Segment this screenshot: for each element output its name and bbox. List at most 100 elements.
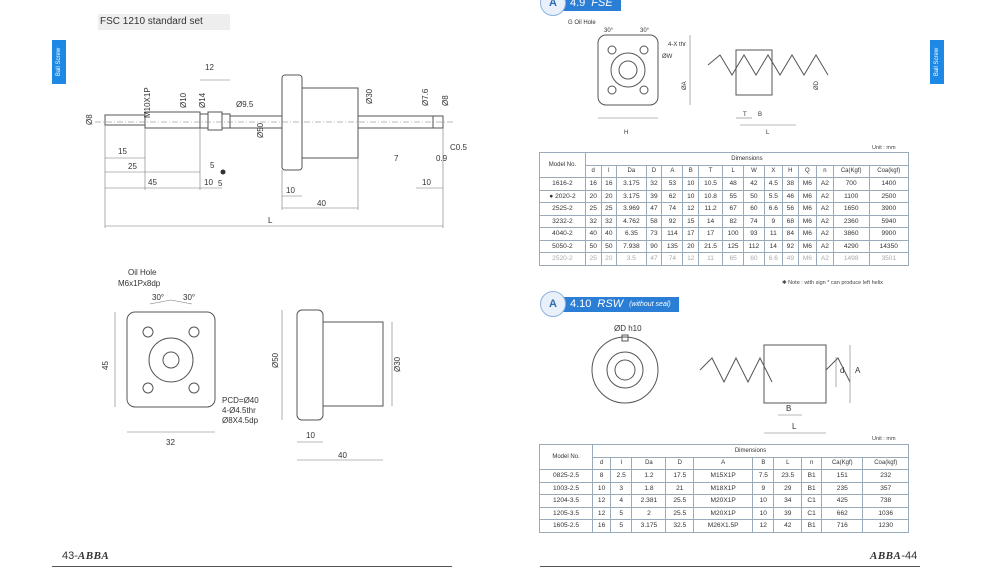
fse-table-cell: 60 — [743, 202, 765, 216]
rsw-table-cell: 1036 — [862, 506, 909, 520]
fse-table-cell: 2520-2 — [539, 252, 586, 266]
dim-len-10c: 10 — [422, 178, 431, 187]
rsw-header-cell: D — [665, 456, 695, 470]
fse-table-cell: M6 — [797, 239, 818, 253]
fse-dw-label: ØW — [662, 54, 673, 60]
rsw-header-cell: A — [693, 456, 754, 470]
fse-table-cell: M6 — [797, 214, 818, 228]
fse-table-cell: 5940 — [868, 214, 910, 228]
rsw-table: Model No. Dimensions d l Da D A B L n Ca… — [538, 444, 909, 533]
fse-table-cell: 10.5 — [698, 177, 724, 191]
dim-len-10a: 10 — [204, 178, 213, 187]
rsw-header-cell: L — [773, 456, 803, 470]
fse-table-cell: 3.175 — [616, 189, 647, 203]
fse-table-cell: 74 — [743, 214, 765, 228]
fse-table-cell: 1100 — [832, 189, 870, 203]
dim-d-mid: Ø10 — [179, 92, 188, 108]
fse-table-cell: 11 — [698, 252, 724, 266]
fse-table-cell: 92 — [661, 214, 684, 228]
fse-table-cell: 3900 — [868, 202, 910, 216]
page-title: FSC 1210 standard set — [100, 16, 203, 27]
fse-table-cell: 5050-2 — [539, 239, 586, 253]
rsw-header-cell: l — [610, 456, 633, 470]
rsw-table-cell: 1003-2.5 — [538, 481, 594, 495]
rsw-header-cell: Coa(kgf) — [862, 456, 909, 470]
fse-table-cell: 42 — [743, 177, 765, 191]
side-len-40: 40 — [338, 451, 347, 460]
rsw-header-cell: B — [752, 456, 775, 470]
rsw-table-cell: 12 — [592, 506, 612, 520]
fse-table-cell: 62 — [661, 189, 684, 203]
rsw-header-model: Model No. — [538, 444, 594, 470]
fse-table-cell: 73 — [645, 227, 663, 241]
front-view-drawing: Oil Hole M6x1Px8dp 30° 30° 45 32 PCD=Ø40… — [101, 268, 259, 447]
fse-table-cell: 20 — [600, 189, 618, 203]
fse-table-cell: 11 — [763, 227, 784, 241]
fse-table-cell: 3.175 — [616, 177, 647, 191]
fse-table-cell: 32 — [645, 177, 663, 191]
fse-table-cell: ● 2020-2 — [539, 189, 586, 203]
fse-table-cell: 6.6 — [763, 202, 784, 216]
rsw-header-cell: Ca(Kgf) — [821, 456, 864, 470]
fse-table-cell: A2 — [816, 227, 834, 241]
rsw-table-cell: 4 — [610, 494, 633, 508]
rsw-table-cell: M26X1.5P — [693, 519, 754, 533]
fse-table-cell: 17 — [698, 227, 724, 241]
side-d-flange: Ø50 — [271, 352, 280, 368]
fse-table-cell: 16 — [584, 177, 602, 191]
rsw-l-label: L — [792, 422, 797, 431]
fse-table-cell: 6.35 — [616, 227, 647, 241]
rsw-header-cell: d — [592, 456, 612, 470]
fse-table-cell: 1616-2 — [539, 177, 586, 191]
fse-header-cell: X — [763, 164, 784, 178]
rsw-table-cell: 12 — [592, 494, 612, 508]
rsw-table-cell: 10 — [752, 506, 775, 520]
rsw-table-cell: 34 — [773, 494, 803, 508]
dim-d-end2: Ø7.6 — [421, 88, 430, 106]
fse-table-cell: 4040-2 — [539, 227, 586, 241]
angle-1: 30° — [152, 293, 164, 302]
fse-header-cell: L — [722, 164, 745, 178]
fse-header-cell: Ca(Kgf) — [832, 164, 870, 178]
fse-note: ✱ Note : with sign * can produce left he… — [782, 280, 883, 286]
pcd-label: PCD=Ø40 — [222, 396, 259, 405]
fse-oil-label: G Oil Hole — [568, 20, 596, 26]
dim-d-nut: Ø30 — [365, 88, 374, 104]
fse-table-cell: A2 — [816, 177, 834, 191]
fse-dd-label: ØD — [814, 80, 820, 90]
dim-d-hole: Ø9.5 — [236, 100, 254, 109]
fse-table-cell: 14 — [698, 214, 724, 228]
dim-len-40: 40 — [317, 199, 326, 208]
rsw-d-label: d — [840, 366, 844, 375]
fse-header-cell: Coa(kgf) — [868, 164, 910, 178]
dim-len-0-9: 0.9 — [436, 154, 448, 163]
fse-da-label: ØA — [682, 81, 688, 90]
rsw-table-cell: B1 — [801, 481, 823, 495]
fse-header-cell: T — [698, 164, 724, 178]
fse-h-label: H — [624, 130, 628, 136]
fse-table-cell: 90 — [645, 239, 663, 253]
fse-header-cell: Da — [616, 164, 647, 178]
dim-d-end3: Ø8 — [441, 95, 450, 106]
angle-2: 30° — [183, 293, 195, 302]
side-d-nut: Ø30 — [393, 356, 402, 372]
fse-table-cell: 112 — [743, 239, 765, 253]
rsw-table-cell: 1605-2.5 — [538, 519, 594, 533]
rsw-table-cell: 8 — [592, 469, 612, 483]
rsw-table-cell: 2.381 — [631, 494, 667, 508]
fse-table-cell: 10 — [682, 189, 700, 203]
rsw-table-cell: 232 — [862, 469, 909, 483]
dim-len-15: 15 — [118, 147, 127, 156]
fse-table-cell: 12 — [682, 202, 700, 216]
fse-header-cell: A — [661, 164, 684, 178]
footer-line-right — [540, 566, 920, 567]
fse-table-cell: 20 — [682, 239, 700, 253]
oil-hole-spec: M6x1Px8dp — [118, 279, 161, 288]
fse-table-cell: 10.8 — [698, 189, 724, 203]
fse-table-cell: 125 — [722, 239, 745, 253]
dim-len-25: 25 — [128, 162, 137, 171]
rsw-table-cell: 716 — [821, 519, 864, 533]
dim-len-7: 7 — [394, 154, 399, 163]
